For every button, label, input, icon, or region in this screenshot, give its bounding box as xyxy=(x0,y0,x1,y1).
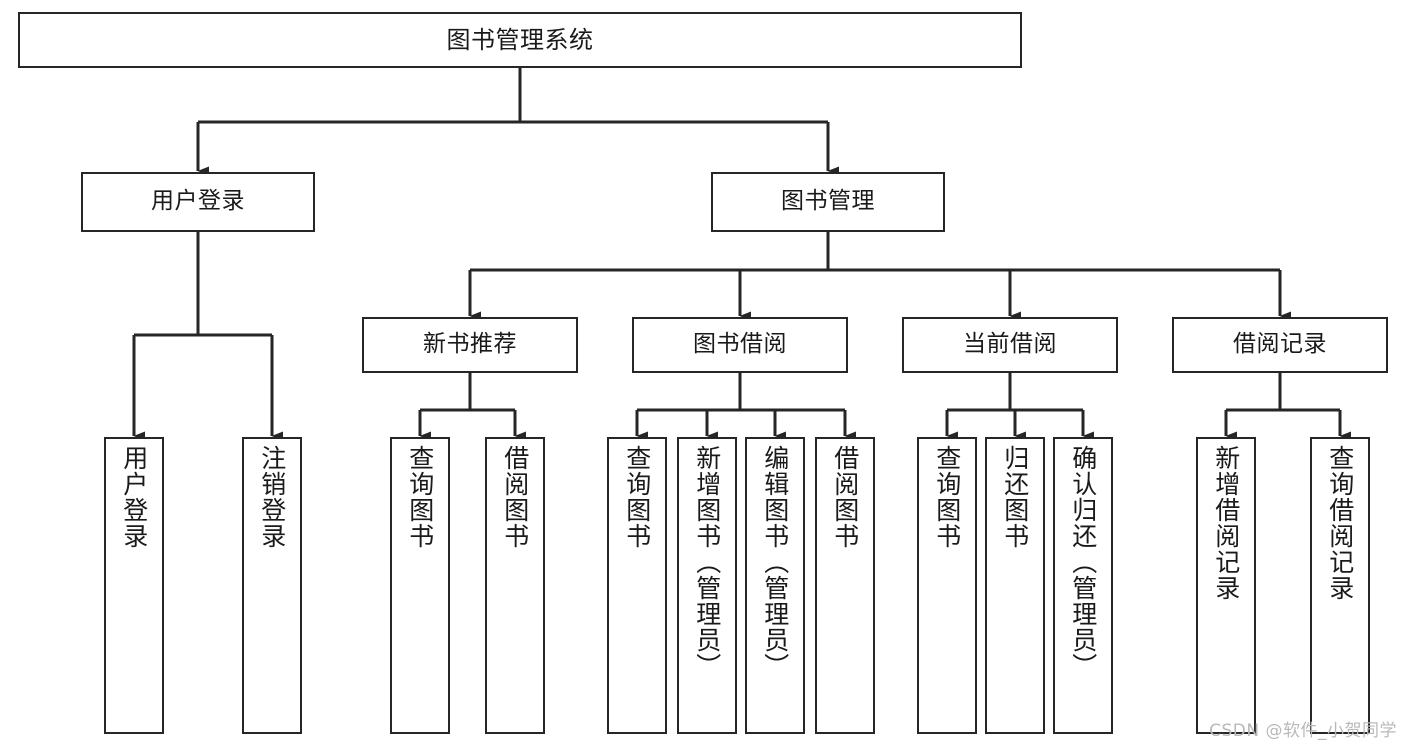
node-user-login[interactable]: 用户登录 xyxy=(81,172,315,232)
leaf-query-book-borrow-label: 查询图书 xyxy=(622,445,652,549)
leaf-add-book-label: 新增图书（管理员） xyxy=(692,445,722,679)
leaf-user-login[interactable]: 用户登录 xyxy=(104,437,164,734)
node-root-label: 图书管理系统 xyxy=(446,25,594,54)
node-book-manage-label: 图书管理 xyxy=(781,188,875,215)
leaf-return-book[interactable]: 归还图书 xyxy=(985,437,1045,734)
leaf-query-book-borrow[interactable]: 查询图书 xyxy=(607,437,667,734)
leaf-query-book-recommend-label: 查询图书 xyxy=(405,445,435,549)
leaf-logout-label: 注销登录 xyxy=(257,445,287,549)
leaf-query-book-current[interactable]: 查询图书 xyxy=(917,437,977,734)
leaf-query-book-current-label: 查询图书 xyxy=(932,445,962,549)
node-current-borrow[interactable]: 当前借阅 xyxy=(902,317,1118,373)
node-book-manage[interactable]: 图书管理 xyxy=(711,172,945,232)
leaf-edit-book-label: 编辑图书（管理员） xyxy=(760,445,790,679)
node-current-borrow-label: 当前借阅 xyxy=(963,331,1057,358)
leaf-borrow-book-recommend[interactable]: 借阅图书 xyxy=(485,437,545,734)
watermark: CSDN @软件_小贺同学 xyxy=(1209,721,1397,741)
node-new-book-recommend[interactable]: 新书推荐 xyxy=(362,317,578,373)
node-book-borrow[interactable]: 图书借阅 xyxy=(632,317,848,373)
leaf-borrow-book-label: 借阅图书 xyxy=(830,445,860,549)
leaf-add-borrow-record[interactable]: 新增借阅记录 xyxy=(1196,437,1256,734)
node-borrow-record-label: 借阅记录 xyxy=(1233,331,1327,358)
leaf-query-borrow-record-label: 查询借阅记录 xyxy=(1325,445,1355,601)
tree-connectors xyxy=(132,68,1351,441)
leaf-query-borrow-record[interactable]: 查询借阅记录 xyxy=(1310,437,1370,734)
leaf-add-book[interactable]: 新增图书（管理员） xyxy=(677,437,737,734)
node-new-book-recommend-label: 新书推荐 xyxy=(423,331,517,358)
node-user-login-label: 用户登录 xyxy=(151,188,245,215)
node-root[interactable]: 图书管理系统 xyxy=(18,12,1022,68)
leaf-add-borrow-record-label: 新增借阅记录 xyxy=(1211,445,1241,601)
leaf-borrow-book[interactable]: 借阅图书 xyxy=(815,437,875,734)
leaf-user-login-label: 用户登录 xyxy=(119,445,149,549)
node-book-borrow-label: 图书借阅 xyxy=(693,331,787,358)
leaf-return-book-label: 归还图书 xyxy=(1000,445,1030,549)
leaf-logout[interactable]: 注销登录 xyxy=(242,437,302,734)
leaf-confirm-return[interactable]: 确认归还（管理员） xyxy=(1053,437,1113,734)
leaf-edit-book[interactable]: 编辑图书（管理员） xyxy=(745,437,805,734)
leaf-query-book-recommend[interactable]: 查询图书 xyxy=(390,437,450,734)
node-borrow-record[interactable]: 借阅记录 xyxy=(1172,317,1388,373)
leaf-borrow-book-recommend-label: 借阅图书 xyxy=(500,445,530,549)
leaf-confirm-return-label: 确认归还（管理员） xyxy=(1068,445,1098,679)
